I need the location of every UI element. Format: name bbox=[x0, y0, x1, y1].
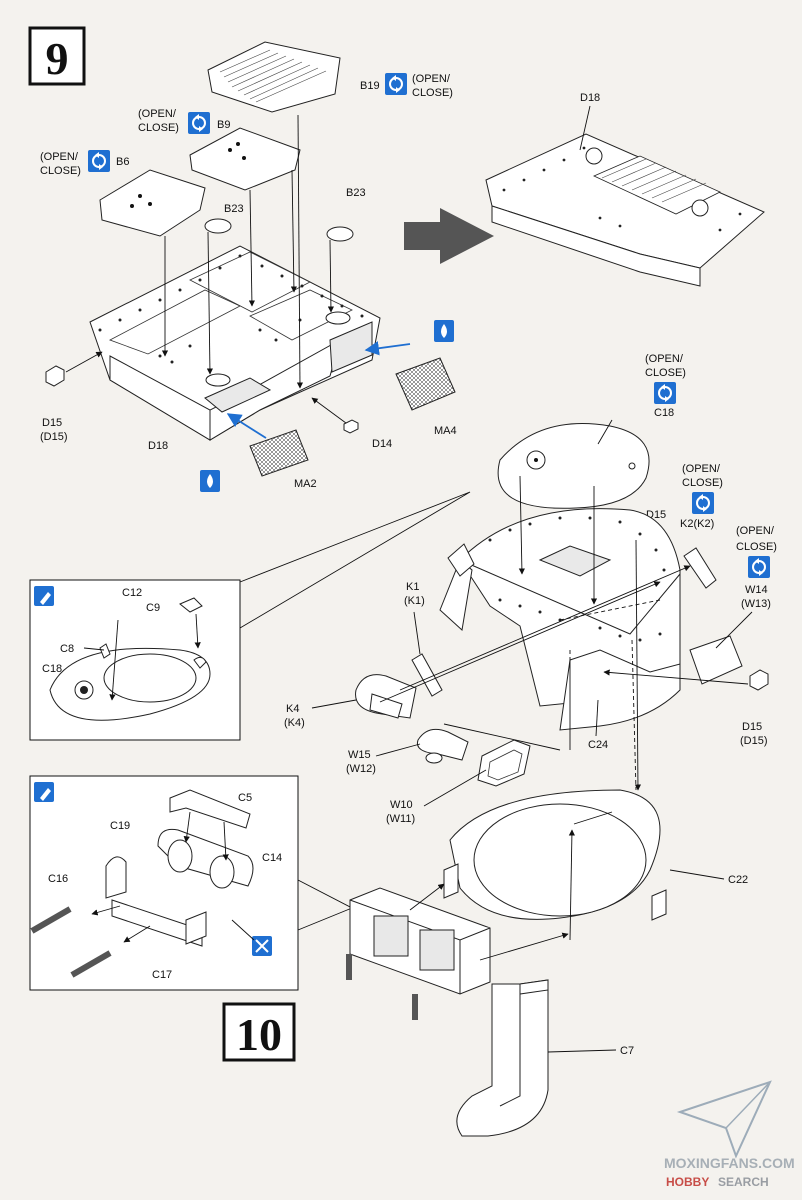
note-w14-line2: CLOSE) bbox=[736, 541, 777, 553]
part-w15 bbox=[416, 728, 469, 764]
part-d18-result-deck bbox=[485, 133, 765, 287]
label-c18: C18 bbox=[654, 407, 674, 419]
label-k4-line2: (K4) bbox=[284, 717, 305, 729]
label-c9: C9 bbox=[146, 602, 160, 614]
part-turret-body bbox=[439, 508, 681, 731]
label-w15-line1: W15 bbox=[348, 749, 371, 761]
part-b23-left bbox=[204, 218, 232, 234]
part-k1 bbox=[411, 653, 443, 697]
part-d18-engine-deck bbox=[89, 245, 381, 441]
rotate-arrows-icon bbox=[188, 112, 210, 134]
result-arrow bbox=[404, 208, 494, 264]
rotate-arrows-icon bbox=[88, 150, 110, 172]
watermark-line1: MOXINGFANS.COM bbox=[664, 1155, 795, 1171]
rotate-arrows-icon bbox=[654, 382, 676, 404]
label-c17: C17 bbox=[152, 969, 172, 981]
part-b23-right bbox=[326, 226, 354, 242]
label-c24: C24 bbox=[588, 739, 608, 751]
label-d14: D14 bbox=[372, 438, 392, 450]
part-c22-turret-ring bbox=[443, 789, 667, 921]
part-ma2-mesh bbox=[249, 429, 309, 477]
label-k2: K2(K2) bbox=[680, 518, 714, 530]
note-b6-line1: (OPEN/ bbox=[40, 151, 79, 163]
note-w14-line1: (OPEN/ bbox=[736, 525, 775, 537]
note-b19-line2: CLOSE) bbox=[412, 87, 453, 99]
label-d15-left-line2: (D15) bbox=[40, 431, 68, 443]
label-b6: B6 bbox=[116, 156, 129, 168]
label-w14-line1: W14 bbox=[745, 584, 768, 596]
part-mantlet-assembly bbox=[346, 887, 491, 1020]
label-b19: B19 bbox=[360, 80, 380, 92]
glue-drop-icon bbox=[200, 470, 220, 492]
label-c16: C16 bbox=[48, 873, 68, 885]
rotate-arrows-icon bbox=[748, 556, 770, 578]
svg-text:10: 10 bbox=[236, 1009, 282, 1060]
label-d15-right-line1: D15 bbox=[742, 721, 762, 733]
part-d15-right bbox=[749, 669, 769, 691]
watermark-logo: MOXINGFANS.COM HOBBY SEARCH bbox=[664, 1080, 795, 1189]
label-k1-line2: (K1) bbox=[404, 595, 425, 607]
rotate-arrows-icon bbox=[692, 492, 714, 514]
label-c5: C5 bbox=[238, 792, 252, 804]
label-d18-bottom: D18 bbox=[148, 440, 168, 452]
label-c14: C14 bbox=[262, 852, 282, 864]
part-k4 bbox=[355, 674, 417, 719]
glue-drop-icon bbox=[434, 320, 454, 342]
step-10-number: 10 bbox=[222, 1002, 296, 1062]
part-ma4-mesh bbox=[395, 357, 456, 411]
brush-icon bbox=[34, 586, 54, 606]
part-w14 bbox=[689, 635, 743, 685]
brush-icon bbox=[34, 782, 54, 802]
label-c18-inset: C18 bbox=[42, 663, 62, 675]
label-w15-line2: (W12) bbox=[346, 763, 376, 775]
note-b19-line1: (OPEN/ bbox=[412, 73, 451, 85]
note-b6-line2: CLOSE) bbox=[40, 165, 81, 177]
note-b9-line2: CLOSE) bbox=[138, 122, 179, 134]
svg-text:9: 9 bbox=[46, 33, 69, 84]
inset-c18-detail bbox=[29, 491, 471, 741]
note-b9-line1: (OPEN/ bbox=[138, 108, 177, 120]
label-b23-right: B23 bbox=[346, 187, 366, 199]
part-c18-hatch-cover bbox=[497, 423, 650, 509]
inset-gun-mantlet-detail bbox=[29, 775, 354, 991]
part-d15-left bbox=[45, 365, 65, 387]
part-b6-hatch bbox=[99, 169, 206, 237]
part-b9-hatch bbox=[189, 127, 301, 191]
no-glue-icon bbox=[252, 936, 272, 956]
part-b19-grille-hatch bbox=[207, 41, 341, 113]
note-k2-line2: CLOSE) bbox=[682, 477, 723, 489]
label-d18-top: D18 bbox=[580, 92, 600, 104]
label-b23-left: B23 bbox=[224, 203, 244, 215]
part-w10 bbox=[477, 739, 531, 787]
label-c7: C7 bbox=[620, 1045, 634, 1057]
note-c18-line1: (OPEN/ bbox=[645, 353, 684, 365]
label-w10-line2: (W11) bbox=[386, 813, 415, 825]
note-c18-line2: CLOSE) bbox=[645, 367, 686, 379]
label-k4-line1: K4 bbox=[286, 703, 299, 715]
label-c12: C12 bbox=[122, 587, 142, 599]
note-k2-line1: (OPEN/ bbox=[682, 463, 721, 475]
label-k1-line1: K1 bbox=[406, 581, 419, 593]
part-c7-seat bbox=[456, 979, 549, 1137]
label-c22: C22 bbox=[728, 874, 748, 886]
rotate-arrows-icon bbox=[385, 73, 407, 95]
label-b9: B9 bbox=[217, 119, 230, 131]
part-d14 bbox=[343, 419, 359, 434]
label-ma4: MA4 bbox=[434, 425, 457, 437]
label-c8: C8 bbox=[60, 643, 74, 655]
label-w14-line2: (W13) bbox=[741, 598, 771, 610]
part-k2 bbox=[683, 547, 717, 589]
step-9-number: 9 bbox=[28, 26, 86, 86]
watermark-line2a: HOBBY bbox=[666, 1175, 709, 1189]
watermark-line2b: SEARCH bbox=[718, 1175, 769, 1189]
label-d15-right-line2: (D15) bbox=[740, 735, 768, 747]
label-c19: C19 bbox=[110, 820, 130, 832]
label-d15-left-line1: D15 bbox=[42, 417, 62, 429]
label-w10-line1: W10 bbox=[390, 799, 413, 811]
label-ma2: MA2 bbox=[294, 478, 317, 490]
